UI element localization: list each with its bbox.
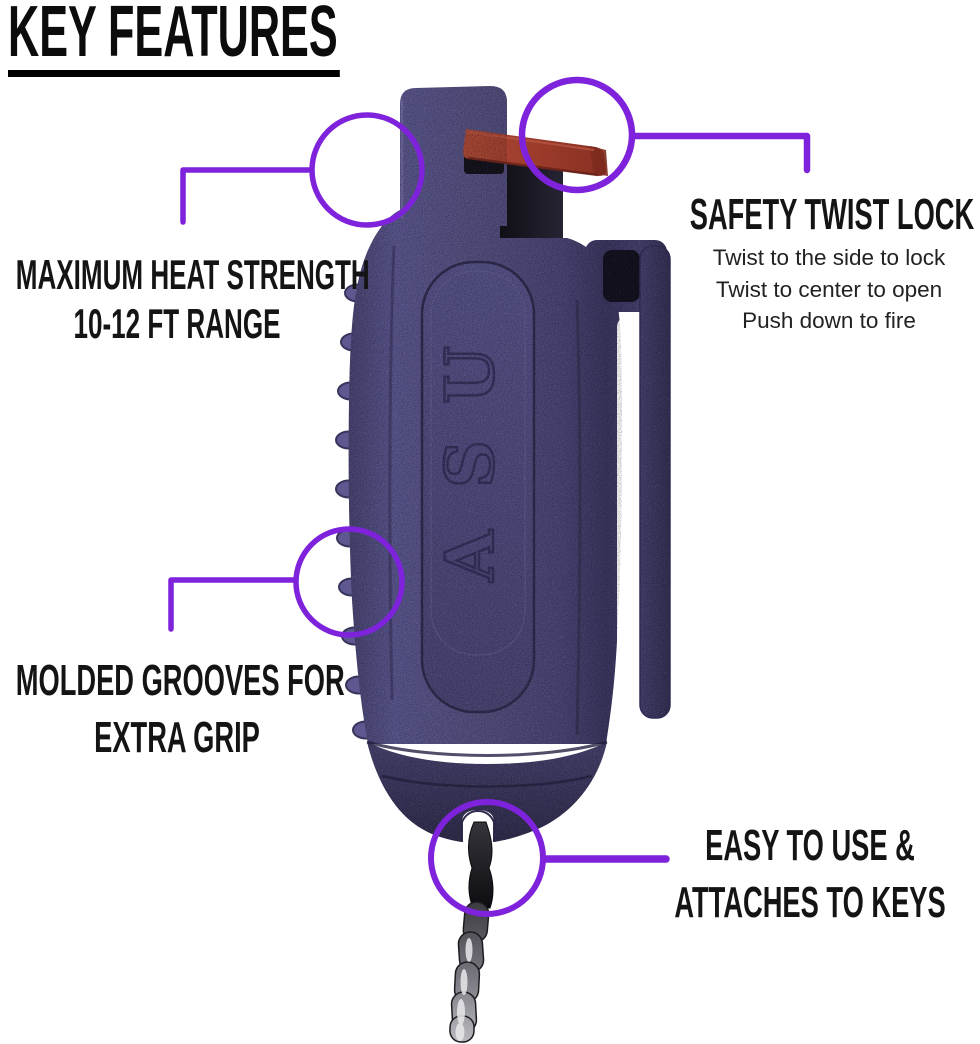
belt-clip-slot [617, 316, 642, 696]
callout-line-heat [180, 167, 314, 225]
heat-line-1: MAXIMUM HEAT STRENGTH [15, 251, 370, 298]
lock-instruction-1: Twist to the side to lock [712, 245, 946, 270]
keys-line-2: ATTACHES TO KEYS [674, 878, 946, 927]
bottom-cap-seam [366, 740, 608, 757]
callout-annotations [168, 76, 811, 917]
actuator-end-face [590, 146, 608, 176]
heat-line-2: 10-12 FT RANGE [73, 300, 281, 347]
keys-line-1: EASY TO USE & [705, 821, 915, 870]
lock-instruction-3: Push down to fire [742, 308, 916, 333]
callout-lock-heading: SAFETY TWIST LOCK [671, 191, 980, 239]
callout-heat-label: MAXIMUM HEAT STRENGTH 10-12 FT RANGE [15, 250, 370, 348]
callout-lock-instructions: Twist to the side to lock Twist to cente… [629, 242, 980, 337]
page-title: KEY FEATURES [8, 0, 561, 78]
keychain-hole [461, 809, 495, 842]
page-title-text: KEY FEATURES [8, 0, 341, 78]
grip-line-1: MOLDED GROOVES FOR [15, 656, 345, 705]
callout-line-lock [629, 132, 811, 174]
callout-grip-label: MOLDED GROOVES FOR EXTRA GRIP [15, 652, 345, 766]
keychain-connector [468, 821, 494, 909]
lock-heading-text: SAFETY TWIST LOCK [689, 190, 975, 239]
lock-instruction-2: Twist to center to open [715, 276, 943, 302]
callout-line-grip [168, 577, 298, 632]
grip-line-2: EXTRA GRIP [94, 713, 260, 762]
keychain-chain [449, 901, 490, 1043]
callout-keys-label: EASY TO USE & ATTACHES TO KEYS [649, 817, 971, 931]
chain-highlights [455, 938, 473, 1041]
